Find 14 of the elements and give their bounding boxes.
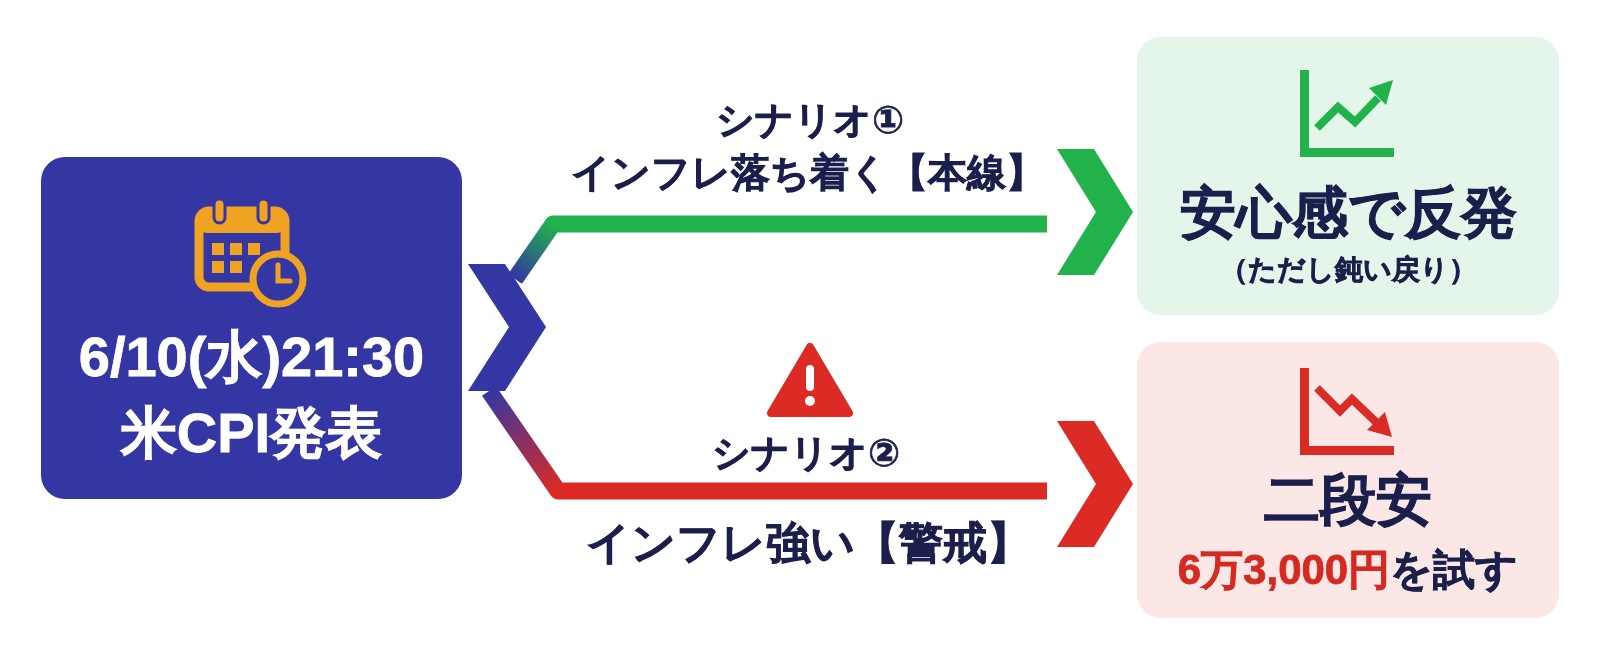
scenario-description: インフレ落ち着く【本線】 — [571, 149, 1045, 196]
outcome-note: （ただし鈍い戻り） — [1219, 253, 1477, 287]
price-target-text: 6万3,000円を試す — [1177, 544, 1519, 595]
edge-label: シナリオ① — [715, 98, 905, 144]
outcome-box — [1137, 342, 1559, 618]
event-box — [41, 157, 462, 499]
outcome-heading: 二段安 — [1264, 467, 1432, 534]
scenario-description: インフレ強い【警戒】 — [585, 516, 1031, 569]
outcome-heading: 安心感で反発 — [1179, 180, 1517, 247]
chevron-arrow — [468, 264, 546, 391]
outcome-box — [1137, 37, 1559, 315]
date-time-text: 6/10(水)21:30 — [78, 324, 425, 391]
event-title: 米CPI発表 — [120, 400, 383, 467]
edge-label: シナリオ② — [711, 431, 901, 477]
